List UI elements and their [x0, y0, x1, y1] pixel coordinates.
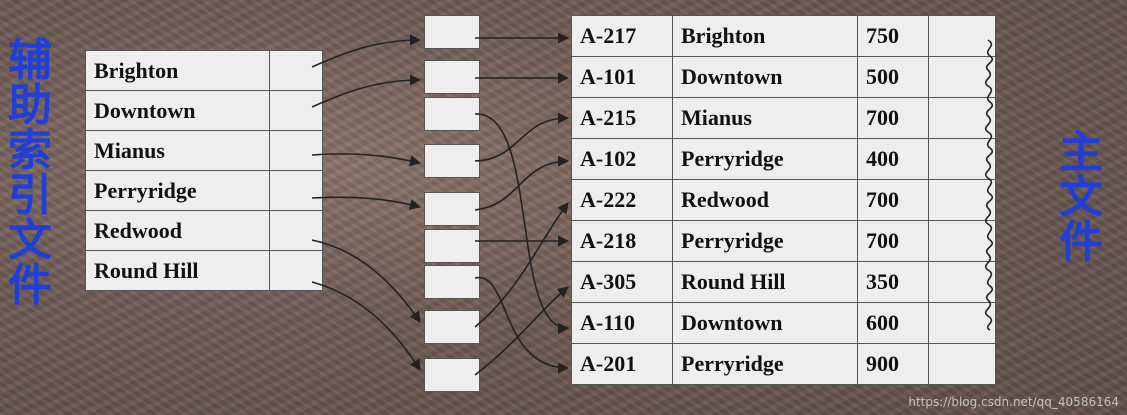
index-row: Perryridge	[85, 170, 323, 211]
index-key: Downtown	[85, 90, 270, 131]
account-number: A-215	[571, 97, 673, 139]
arrow-bucket-a110	[474, 113, 570, 334]
branch-name: Mianus	[672, 97, 858, 139]
branch-name: Perryridge	[672, 343, 858, 385]
arrow-redwood	[311, 239, 421, 323]
index-row: Brighton	[85, 50, 323, 91]
branch-name: Round Hill	[672, 261, 858, 303]
record-pointer	[928, 56, 996, 98]
secondary-index-table: Brighton Downtown Mianus Perryridge Redw…	[85, 50, 323, 291]
arrow-downtown	[311, 74, 422, 108]
arrow-bucket-a222	[474, 202, 569, 328]
arrow-bucket-a102	[474, 155, 570, 211]
balance: 600	[857, 302, 929, 344]
record-pointer	[928, 302, 996, 344]
index-key: Round Hill	[85, 250, 270, 291]
main-file-label: 主文件	[1059, 127, 1103, 268]
index-pointer	[269, 130, 323, 171]
index-row: Mianus	[85, 130, 323, 171]
arrow-roundhill	[311, 281, 421, 371]
index-row: Downtown	[85, 90, 323, 131]
balance: 700	[857, 220, 929, 262]
branch-name: Perryridge	[672, 220, 858, 262]
arrow-perryridge	[311, 196, 422, 210]
account-number: A-305	[571, 261, 673, 303]
balance: 700	[857, 179, 929, 221]
pointer-bucket	[424, 229, 480, 263]
account-number: A-101	[571, 56, 673, 98]
index-key: Perryridge	[85, 170, 270, 211]
pointer-bucket	[424, 358, 480, 392]
branch-name: Perryridge	[672, 138, 858, 180]
pointer-bucket	[424, 97, 480, 131]
index-pointer	[269, 210, 323, 251]
arrow-mianus	[311, 153, 422, 167]
record-chain	[984, 39, 994, 331]
record-pointer	[928, 179, 996, 221]
branch-name: Downtown	[672, 56, 858, 98]
account-number: A-110	[571, 302, 673, 344]
record-pointer	[928, 15, 996, 57]
index-pointer	[269, 170, 323, 211]
arrow-bucket-a201	[474, 276, 570, 374]
pointer-bucket	[424, 192, 480, 226]
watermark: https://blog.csdn.net/qq_40586164	[908, 395, 1119, 409]
account-number: A-217	[571, 15, 673, 57]
balance: 900	[857, 343, 929, 385]
arrow-bucket-a305	[474, 286, 569, 376]
index-pointer	[269, 250, 323, 291]
pointer-bucket	[424, 15, 480, 49]
balance: 400	[857, 138, 929, 180]
index-key: Mianus	[85, 130, 270, 171]
index-pointer	[269, 90, 323, 131]
pointer-bucket	[424, 310, 480, 344]
pointer-bucket	[424, 60, 480, 94]
index-key: Brighton	[85, 50, 270, 91]
branch-name: Redwood	[672, 179, 858, 221]
arrow-brighton	[311, 34, 422, 68]
account-number: A-201	[571, 343, 673, 385]
secondary-index-file-label: 辅助索引文件	[8, 35, 52, 311]
balance: 750	[857, 15, 929, 57]
index-row: Round Hill	[85, 250, 323, 291]
record-pointer	[928, 343, 996, 385]
pointer-bucket	[424, 265, 480, 299]
arrow-bucket-a215	[474, 112, 570, 162]
index-key: Redwood	[85, 210, 270, 251]
index-row: Redwood	[85, 210, 323, 251]
